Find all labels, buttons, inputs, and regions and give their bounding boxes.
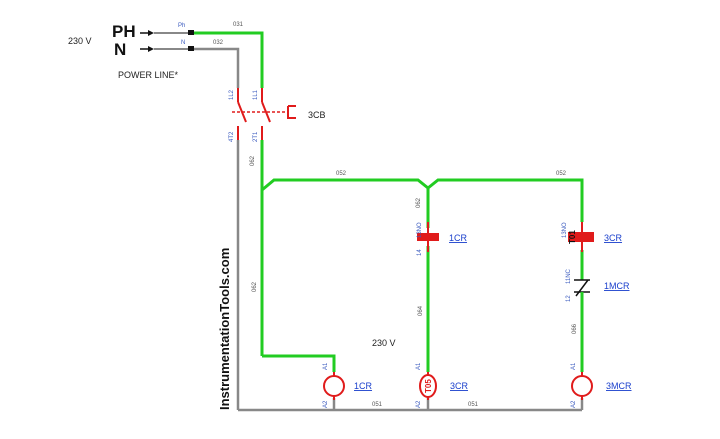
coil-3mcr-a1: A1 [571, 362, 577, 370]
breaker-terminal-1: 1L1 [253, 89, 259, 100]
contact-3cr-label: 3CR [604, 233, 623, 243]
contact-1cr-terminal-1: 13NO [417, 222, 423, 238]
contact-3cr-terminal: 13NO [562, 222, 568, 238]
wire-coil1-feed [262, 354, 336, 372]
contact-3cr [568, 222, 594, 252]
live-wires [194, 31, 584, 372]
wire-label-064: 064 [418, 305, 424, 316]
coil-1cr-a2: A2 [323, 400, 329, 408]
contact-1mcr-terminal-2: 12 [566, 295, 572, 302]
wire-label-032: 032 [213, 40, 224, 46]
neutral-block-icon [188, 46, 194, 51]
contact-1mcr-terminal-1: 11NC [566, 268, 572, 284]
wire-label-051-right: 051 [468, 402, 479, 408]
contact-1mcr [574, 270, 590, 302]
coil-3cr [419, 372, 437, 400]
neutral-label: N [114, 40, 126, 59]
wire-052-left [261, 178, 429, 192]
wire-031 [194, 31, 264, 88]
coil-1cr-label: 1CR [354, 381, 373, 391]
breaker-label: 3CB [308, 110, 326, 120]
wire-052-right [427, 178, 584, 222]
breaker-terminal-3: 2T1 [253, 131, 259, 142]
coil-3cr-a1: A1 [416, 362, 422, 370]
phase-terminal-icon [140, 30, 190, 36]
coil-3mcr [571, 372, 593, 400]
phase-tag: Ph [178, 23, 185, 29]
coil-3mcr-label: 3MCR [606, 381, 632, 391]
wire-label-062-top: 062 [250, 155, 256, 166]
wire-label-031: 031 [233, 22, 244, 28]
coil-3cr-tag: T05 [424, 379, 433, 393]
wire-label-052-left: 052 [336, 171, 347, 177]
wire-label-052-right: 052 [556, 171, 567, 177]
circuit-breaker-3cb [232, 88, 296, 140]
wire-label-066: 066 [572, 323, 578, 334]
breaker-terminal-4: 4T2 [229, 131, 235, 142]
contact-1cr [417, 222, 439, 252]
coil-3cr-label: 3CR [450, 381, 469, 391]
wire-label-062-left: 062 [252, 281, 258, 292]
wire-label-062-mid: 062 [416, 197, 422, 208]
coil-3mcr-a2: A2 [571, 400, 577, 408]
neutral-tag: N [181, 40, 185, 46]
power-supply: 230 V PH N POWER LINE* Ph N [68, 22, 194, 80]
supply-voltage: 230 V [68, 36, 92, 46]
phase-block-icon [188, 30, 194, 35]
wire-label-051-mid: 051 [372, 402, 383, 408]
neutral-wires [194, 47, 584, 412]
timed-contact-icon [568, 232, 594, 242]
wire-032 [194, 47, 240, 88]
coil-icon [571, 375, 593, 397]
contact-1cr-terminal-2: 14 [417, 249, 423, 256]
no-contact-icon [417, 233, 439, 241]
coil-3cr-a2: A2 [416, 400, 422, 408]
phase-label: PH [112, 22, 136, 41]
coil-icon [323, 375, 345, 397]
coil-voltage: 230 V [372, 338, 396, 348]
coil-1cr [323, 372, 345, 400]
watermark: InstrumentationTools.com [217, 248, 232, 410]
power-line-caption: POWER LINE* [118, 70, 179, 80]
contact-1mcr-label: 1MCR [604, 281, 630, 291]
coil-1cr-a1: A1 [323, 362, 329, 370]
neutral-terminal-icon [140, 46, 190, 52]
breaker-terminal-2: 1L2 [229, 89, 235, 100]
contact-1cr-label: 1CR [449, 233, 468, 243]
contact-3cr-tag: T01 [568, 230, 577, 244]
